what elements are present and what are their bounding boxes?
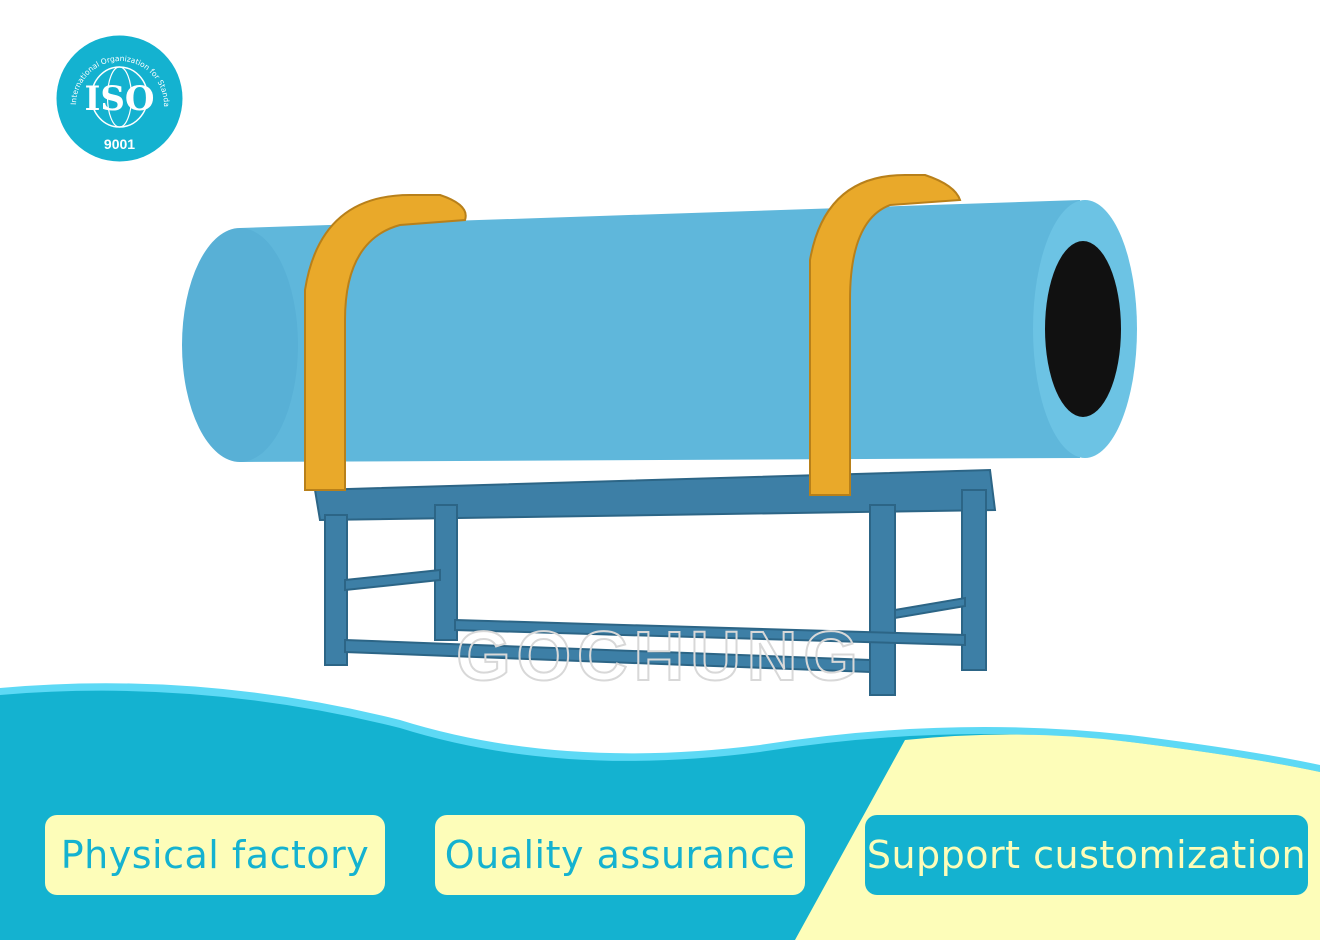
feature-quality-assurance: Ouality assurance [435, 815, 805, 895]
iso-9001-logo: International Organization for Standardi… [56, 35, 183, 162]
feature-physical-factory: Physical factory [45, 815, 385, 895]
svg-text:ISO: ISO [84, 79, 154, 119]
svg-text:9001: 9001 [104, 136, 135, 152]
feature-support-customization: Support customization [865, 815, 1308, 895]
rotary-drum-machine [182, 174, 1137, 696]
watermark-text: GOCHUNG [456, 617, 864, 695]
